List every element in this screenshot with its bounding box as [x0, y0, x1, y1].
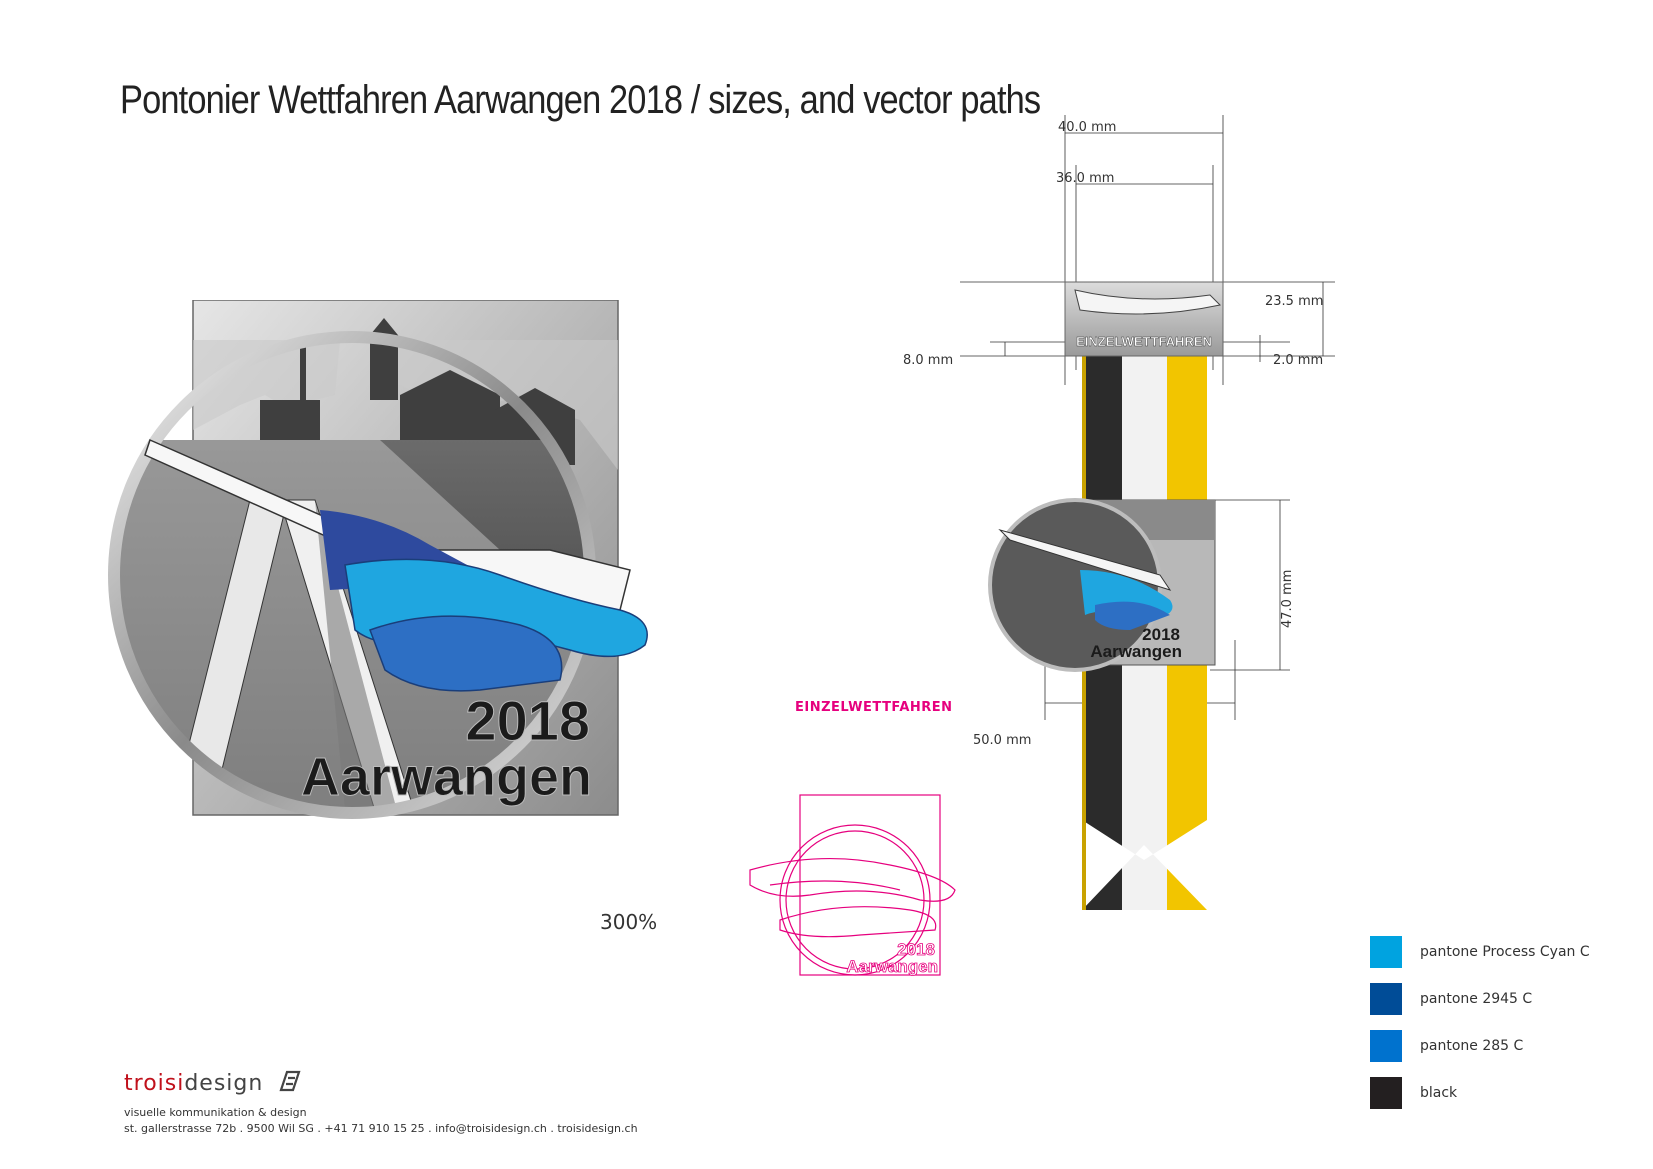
legend-item: pantone 2945 C [1370, 983, 1590, 1015]
outline-place: Aarwangen [846, 957, 938, 976]
page-title: Pontonier Wettfahren Aarwangen 2018 / si… [120, 78, 1041, 122]
swatch-285 [1370, 1030, 1402, 1062]
legend-item: black [1370, 1077, 1590, 1109]
dim-width-36: 36.0 mm [1056, 171, 1115, 186]
swatch-2945 [1370, 983, 1402, 1015]
legend-label: pantone 2945 C [1420, 991, 1533, 1007]
legend-item: pantone 285 C [1370, 1030, 1590, 1062]
ribbon-dimension-drawing: EINZELWETTFAHREN 2018 Aarwangen [960, 115, 1335, 910]
color-legend: pantone Process Cyan C pantone 2945 C pa… [1370, 936, 1590, 1109]
swatch-process-cyan [1370, 936, 1402, 968]
outline-year: 2018 [897, 940, 935, 959]
brand-tagline: visuelle kommunikation & design [124, 1106, 307, 1119]
vector-path-outline: 2018 Aarwangen [749, 794, 956, 976]
brand-name-rest: design [184, 1071, 264, 1096]
small-medal-year: 2018 [1142, 625, 1180, 644]
legend-label: black [1420, 1085, 1458, 1101]
dim-width-40: 40.0 mm [1058, 120, 1117, 135]
brand-name-accent: troisi [124, 1071, 185, 1096]
brand-address: st. gallerstrasse 72b . 9500 Wil SG . +4… [124, 1122, 638, 1135]
wave-blue [369, 615, 563, 692]
dim-height-8: 8.0 mm [903, 353, 954, 368]
medal-large-illustration: 2018 Aarwangen [108, 300, 648, 819]
medal-small: 2018 Aarwangen [988, 498, 1216, 672]
brand-mark-icon [279, 1070, 301, 1092]
dim-height-47: 47.0 mm [1280, 569, 1295, 628]
small-medal-place: Aarwangen [1090, 642, 1182, 661]
brand-logo: troisidesign [124, 1068, 303, 1096]
bar-text: EINZELWETTFAHREN [1076, 334, 1212, 349]
medal-year: 2018 [465, 689, 590, 752]
legend-label: pantone 285 C [1420, 1038, 1524, 1054]
legend-item: pantone Process Cyan C [1370, 936, 1590, 968]
dim-width-50: 50.0 mm [973, 733, 1032, 748]
dim-height-23-5: 23.5 mm [1265, 294, 1324, 309]
zoom-label: 300% [600, 910, 658, 934]
outline-label: EINZELWETTFAHREN [795, 700, 953, 715]
legend-label: pantone Process Cyan C [1420, 944, 1590, 960]
swatch-black [1370, 1077, 1402, 1109]
dim-height-2: 2.0 mm [1273, 353, 1324, 368]
medal-place: Aarwangen [301, 747, 592, 807]
